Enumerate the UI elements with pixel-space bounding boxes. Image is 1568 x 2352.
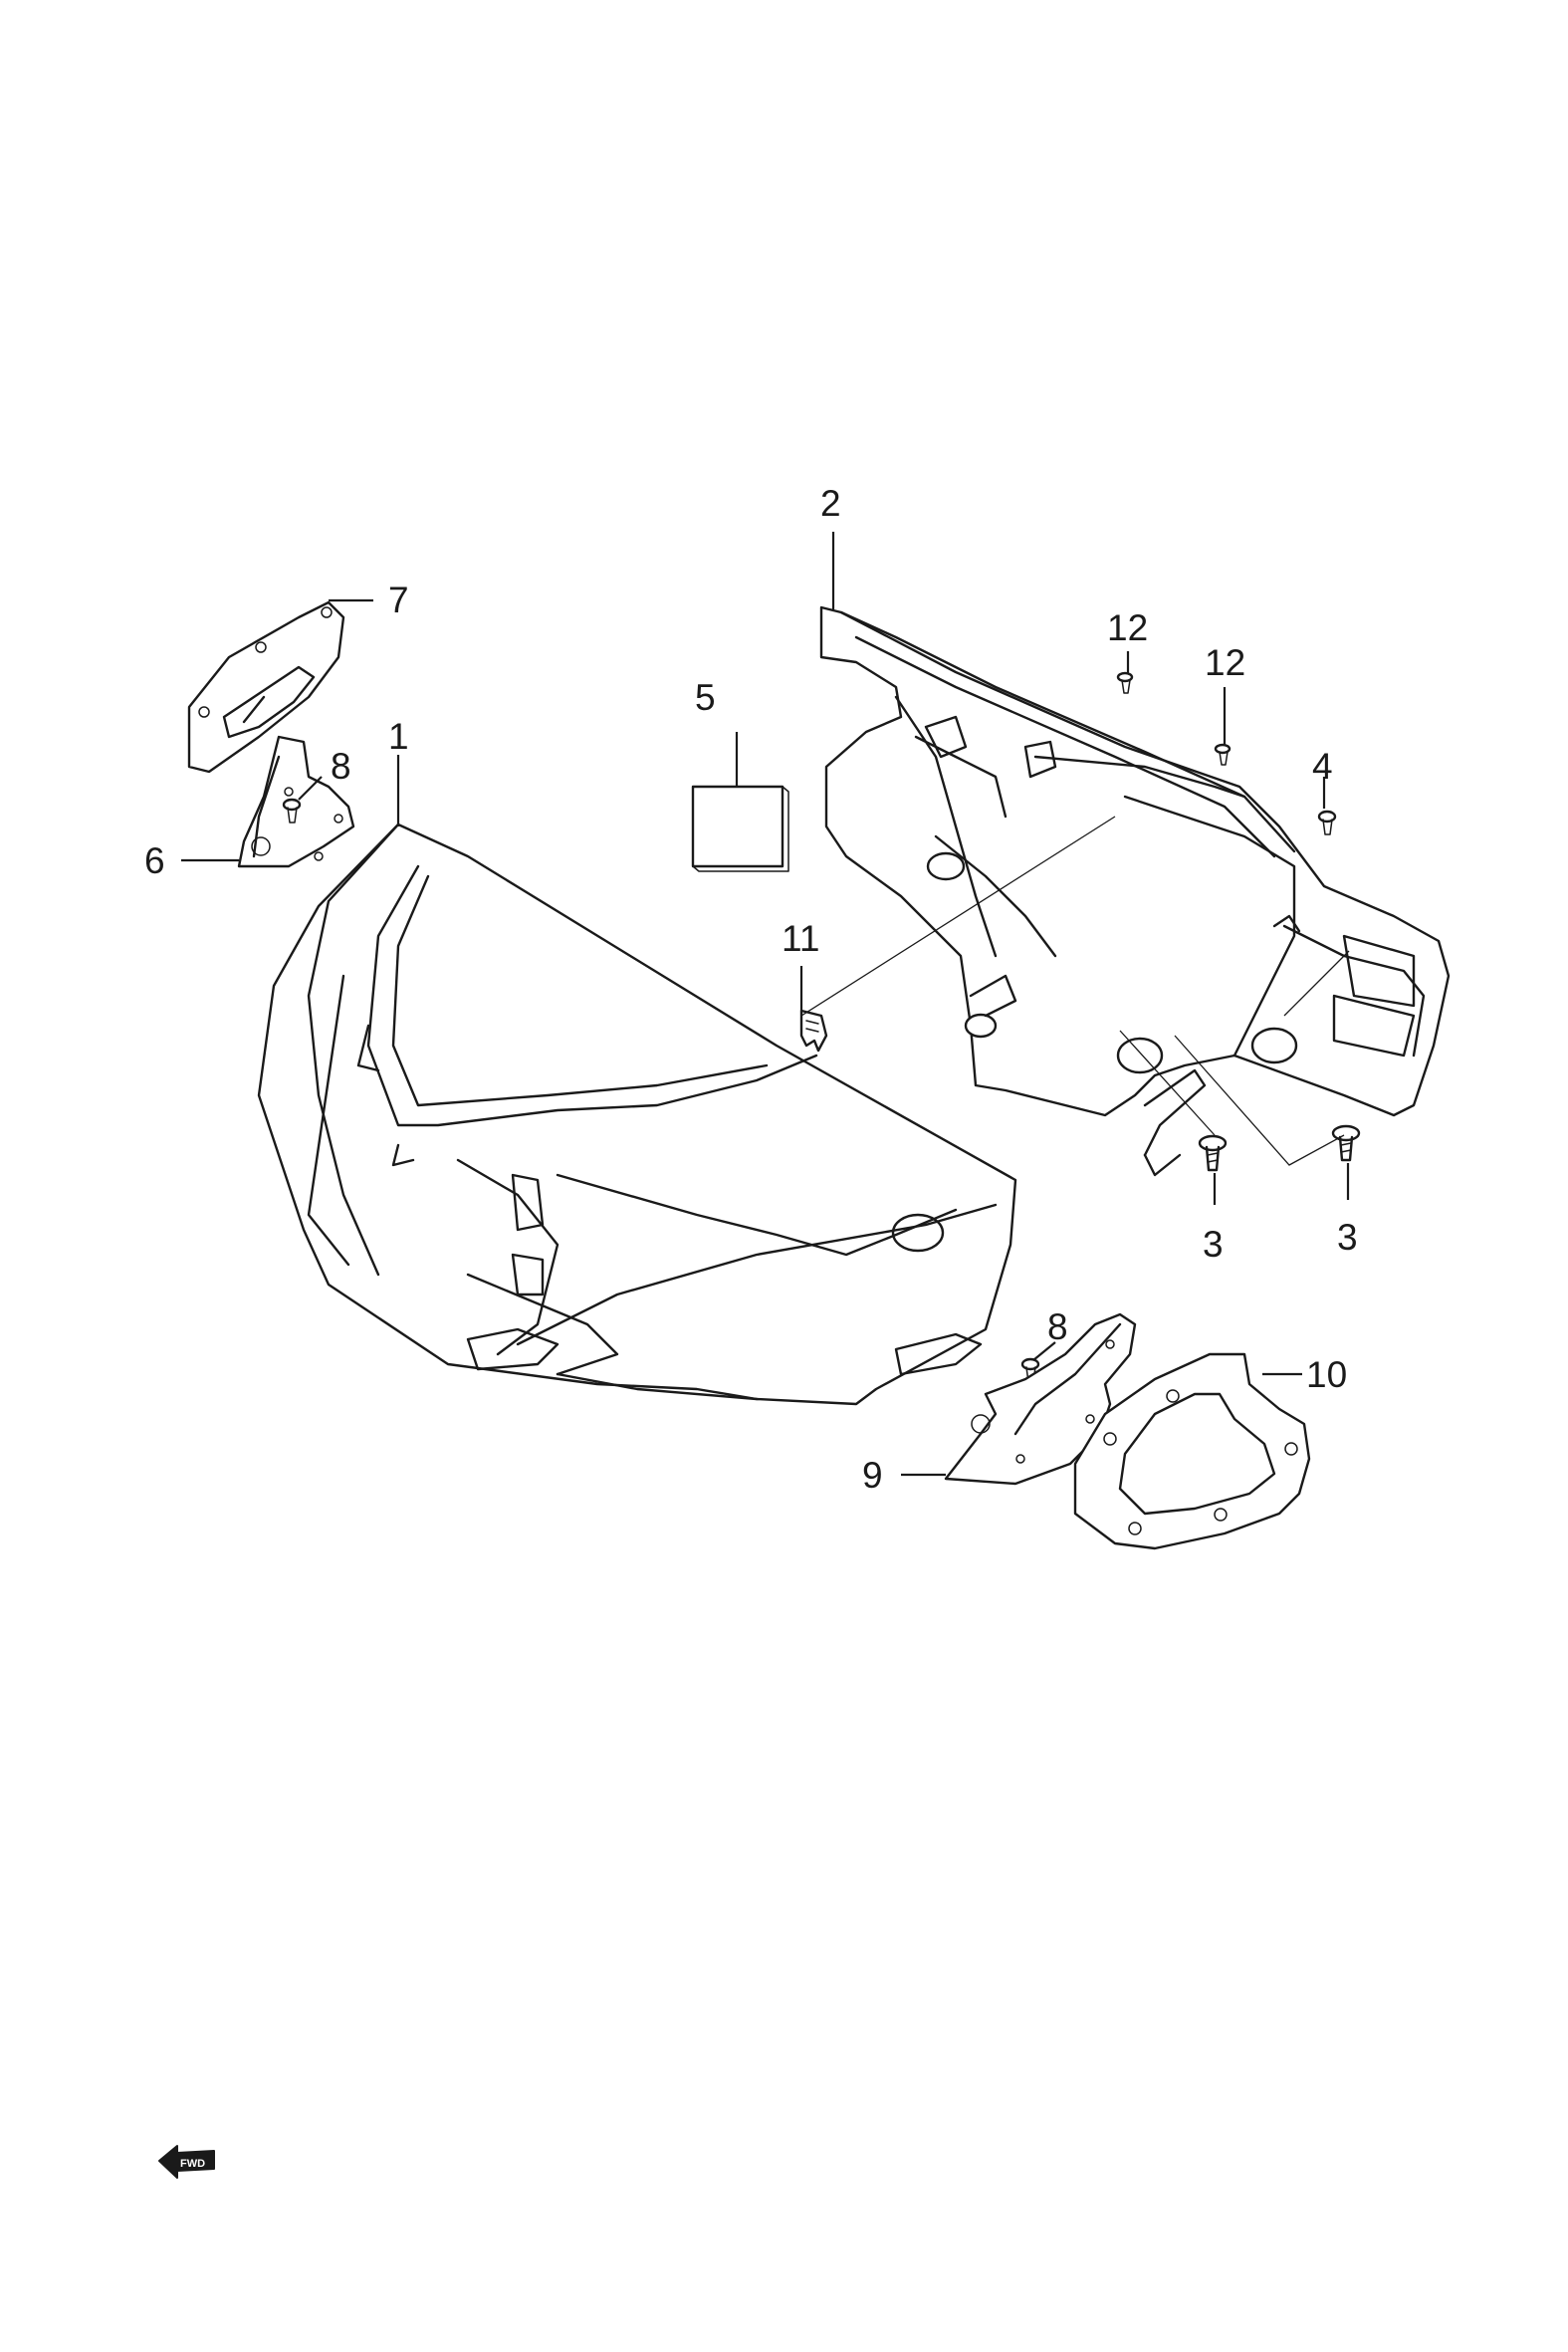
part-5-label[interactable]	[691, 785, 789, 872]
callout-6[interactable]: 6	[144, 840, 165, 881]
callout-3-left[interactable]: 3	[1203, 1224, 1224, 1265]
part-3-screw-left[interactable]	[1198, 1134, 1228, 1172]
part-10-right-plate[interactable]	[1073, 1352, 1311, 1550]
assembly-lines	[800, 816, 1350, 1166]
callout-9[interactable]: 9	[862, 1455, 883, 1496]
callout-5[interactable]: 5	[695, 677, 716, 718]
part-12-screw-right[interactable]	[1214, 743, 1232, 766]
fwd-label: FWD	[180, 2158, 205, 2170]
fwd-arrow-icon	[158, 2145, 215, 2179]
callout-8-lower[interactable]: 8	[1047, 1306, 1068, 1347]
part-2-rear-cover[interactable]	[819, 605, 1451, 1177]
part-11-clip[interactable]	[799, 1009, 828, 1053]
callout-labels: 1 2 3 3 4 5 6 7 8 8 9 10 11 12 12	[144, 483, 1358, 1496]
part-1-front-cover[interactable]	[257, 823, 1017, 1406]
callout-4[interactable]: 4	[1312, 746, 1333, 787]
callout-7[interactable]: 7	[388, 580, 409, 620]
callout-12-left[interactable]: 12	[1107, 607, 1148, 648]
callout-8-upper[interactable]: 8	[331, 746, 351, 787]
callout-10[interactable]: 10	[1306, 1354, 1347, 1395]
callout-3-right[interactable]: 3	[1337, 1217, 1358, 1258]
leader-lines	[181, 532, 1350, 1477]
fwd-direction-badge: FWD	[158, 2145, 215, 2179]
part-8-screw-upper[interactable]	[282, 798, 302, 823]
callout-2[interactable]: 2	[820, 483, 841, 524]
part-12-screw-left[interactable]	[1116, 671, 1134, 694]
part-3-screw-right[interactable]	[1331, 1124, 1361, 1162]
callout-12-right[interactable]: 12	[1205, 642, 1245, 683]
callout-1[interactable]: 1	[388, 716, 409, 757]
callout-11[interactable]: 11	[782, 918, 819, 959]
part-7-left-plate[interactable]	[187, 600, 345, 774]
part-4-screw[interactable]	[1317, 810, 1337, 835]
